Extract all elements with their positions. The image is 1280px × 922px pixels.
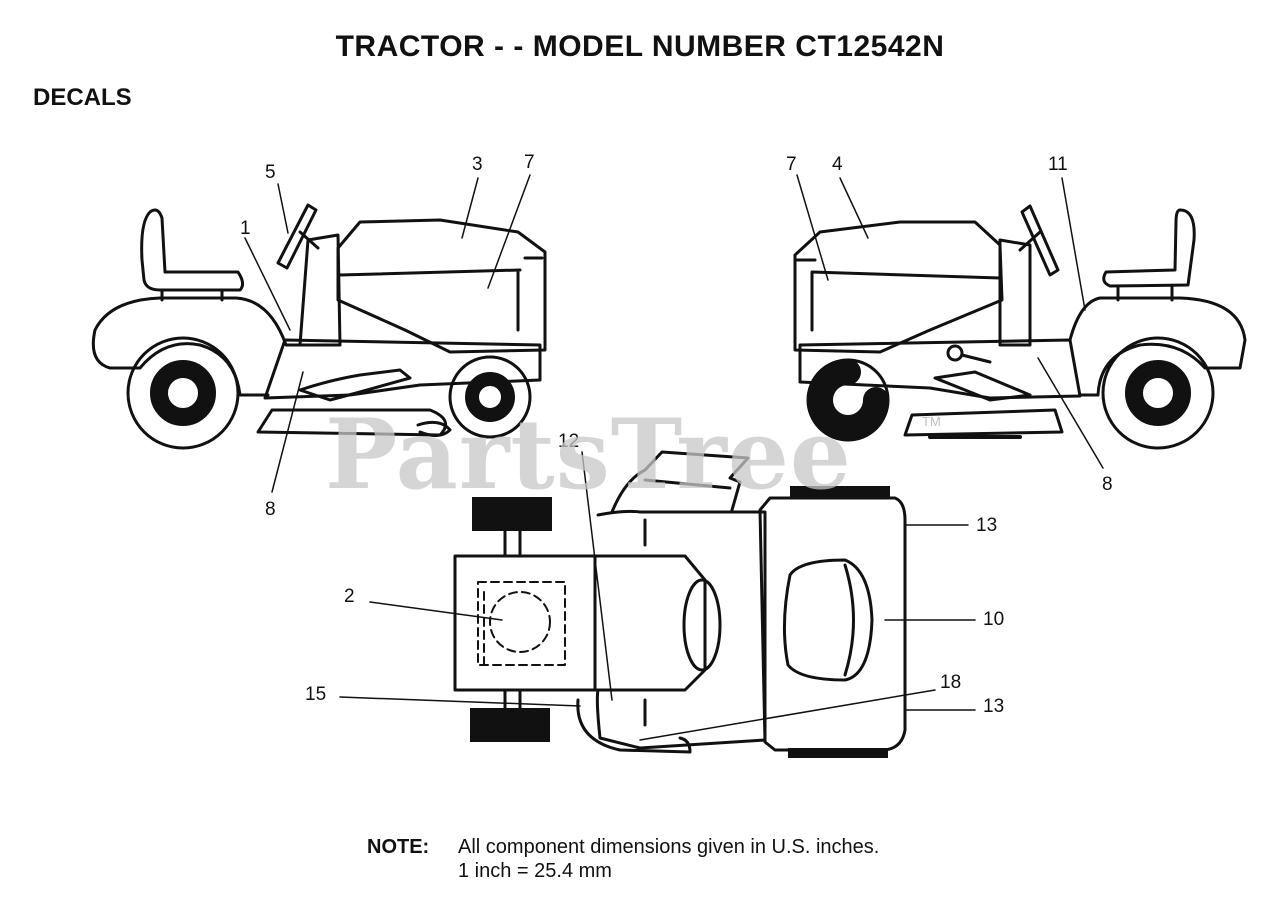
watermark: PartsTree xyxy=(325,398,852,511)
callout-1: 1 xyxy=(240,218,251,239)
callout-8-right: 8 xyxy=(1102,474,1113,495)
front-hood-top xyxy=(758,496,907,752)
rear-body-top xyxy=(453,554,597,692)
left-seat xyxy=(140,208,245,292)
right-rear-fender xyxy=(1068,296,1247,397)
right-dash xyxy=(998,238,1032,347)
mower-deck-top xyxy=(610,450,750,514)
left-rear-wheel xyxy=(126,336,240,450)
section-heading: DECALS xyxy=(33,84,132,111)
rear-tire-bottom xyxy=(470,708,550,742)
right-body-panel xyxy=(798,338,1082,400)
callout-7-left: 7 xyxy=(524,152,535,173)
callout-13-top: 13 xyxy=(976,515,997,536)
page-title: TRACTOR - - MODEL NUMBER CT12542N xyxy=(335,30,945,63)
right-seat xyxy=(1102,208,1196,288)
callout-13-bottom: 13 xyxy=(983,696,1004,717)
callout-4: 4 xyxy=(832,154,843,175)
watermark-trademark: TM xyxy=(922,414,941,429)
right-steering-wheel xyxy=(1020,204,1060,277)
left-hood xyxy=(336,218,547,354)
leader-lines xyxy=(244,174,1104,741)
callout-18: 18 xyxy=(940,672,961,693)
callout-3: 3 xyxy=(472,154,483,175)
callout-11: 11 xyxy=(1048,154,1068,175)
right-side-tractor xyxy=(793,204,1247,450)
right-hood xyxy=(793,220,1004,354)
note-text-line1: All component dimensions given in U.S. i… xyxy=(458,836,880,858)
note-text-line2: 1 inch = 25.4 mm xyxy=(458,860,612,882)
left-body-panel xyxy=(263,338,542,400)
left-front-wheel xyxy=(448,355,532,439)
right-mower-deck xyxy=(903,408,1064,437)
callout-labels: 5 1 3 7 8 7 4 11 8 12 13 10 2 18 15 13 xyxy=(240,152,1113,717)
left-dash xyxy=(298,233,342,347)
left-steering-wheel xyxy=(276,203,318,270)
rear-tire-top xyxy=(472,497,552,531)
center-console xyxy=(593,554,707,692)
callout-5: 5 xyxy=(265,162,276,183)
callout-2: 2 xyxy=(344,586,355,607)
deck-chute-bottom xyxy=(576,698,692,754)
left-side-tractor xyxy=(91,203,547,450)
top-view-tractor xyxy=(453,450,907,758)
hood-oval xyxy=(782,558,874,682)
callout-15: 15 xyxy=(305,684,326,705)
callout-10: 10 xyxy=(983,609,1004,630)
callout-7-right: 7 xyxy=(786,154,797,175)
front-tire-top xyxy=(790,486,890,498)
callout-12: 12 xyxy=(558,431,579,452)
note-label: NOTE: xyxy=(367,836,430,858)
callout-8-left: 8 xyxy=(265,499,276,520)
seat-dashed xyxy=(477,581,566,666)
right-rear-wheel xyxy=(1101,336,1215,450)
fender-outline xyxy=(595,509,767,750)
front-tire-bottom xyxy=(788,748,888,758)
